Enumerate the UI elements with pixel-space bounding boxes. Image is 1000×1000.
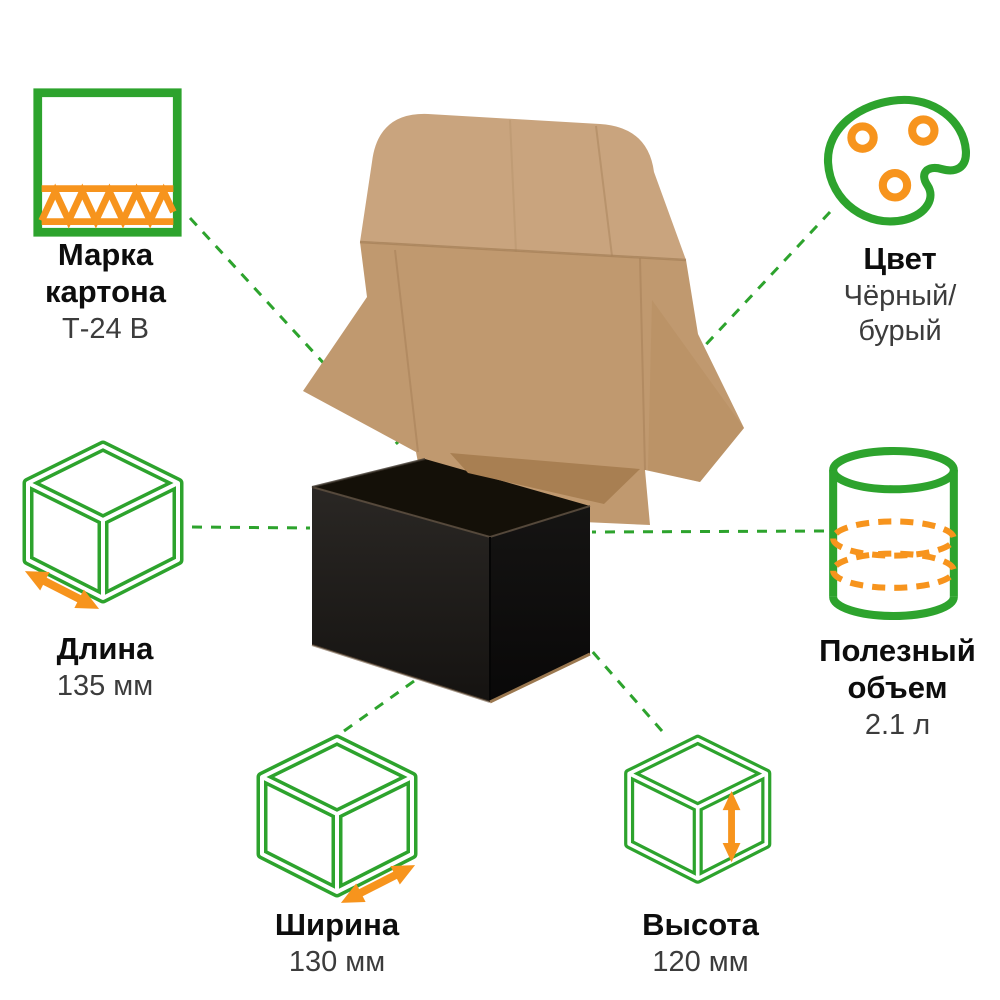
feature-length bbox=[18, 438, 193, 623]
feature-width-text: Ширина 130 мм bbox=[242, 906, 432, 980]
height-arrow bbox=[722, 790, 741, 863]
cardboard-label: Марка картона bbox=[45, 237, 166, 309]
volume-label: Полезный объем bbox=[819, 633, 976, 705]
palette-icon bbox=[824, 95, 970, 226]
feature-height bbox=[620, 732, 780, 902]
width-value: 130 мм bbox=[288, 946, 386, 978]
cardboard-grade-icon bbox=[33, 88, 182, 237]
cylinder-volume-icon bbox=[829, 447, 958, 620]
feature-width bbox=[252, 732, 427, 917]
length-label: Длина bbox=[56, 631, 154, 666]
feature-cardboard-grade bbox=[30, 85, 185, 240]
feature-volume bbox=[826, 446, 962, 622]
cube-height-icon bbox=[624, 734, 772, 884]
cube-length-icon bbox=[22, 440, 184, 609]
feature-height-text: Высота 120 мм bbox=[608, 906, 793, 980]
cardboard-value: Т-24 В bbox=[61, 313, 150, 345]
color-label: Цвет bbox=[863, 241, 937, 276]
length-arrow bbox=[24, 571, 100, 609]
height-label: Высота bbox=[642, 907, 759, 942]
feature-color-text: Цвет Чёрный/ бурый bbox=[800, 240, 1000, 349]
feature-color bbox=[822, 92, 974, 239]
volume-value: 2.1 л bbox=[864, 709, 931, 741]
feature-length-text: Длина 135 мм bbox=[10, 630, 200, 704]
width-label: Ширина bbox=[274, 907, 400, 942]
height-value: 120 мм bbox=[652, 946, 749, 978]
product-box-image bbox=[303, 113, 744, 704]
color-value: Чёрный/ бурый bbox=[843, 280, 957, 347]
width-arrow bbox=[340, 865, 416, 903]
feature-cardboard-text: Марка картона Т-24 В bbox=[8, 236, 203, 347]
length-value: 135 мм bbox=[56, 670, 154, 702]
feature-volume-text: Полезный объем 2.1 л bbox=[795, 632, 1000, 743]
cube-width-icon bbox=[256, 734, 418, 903]
